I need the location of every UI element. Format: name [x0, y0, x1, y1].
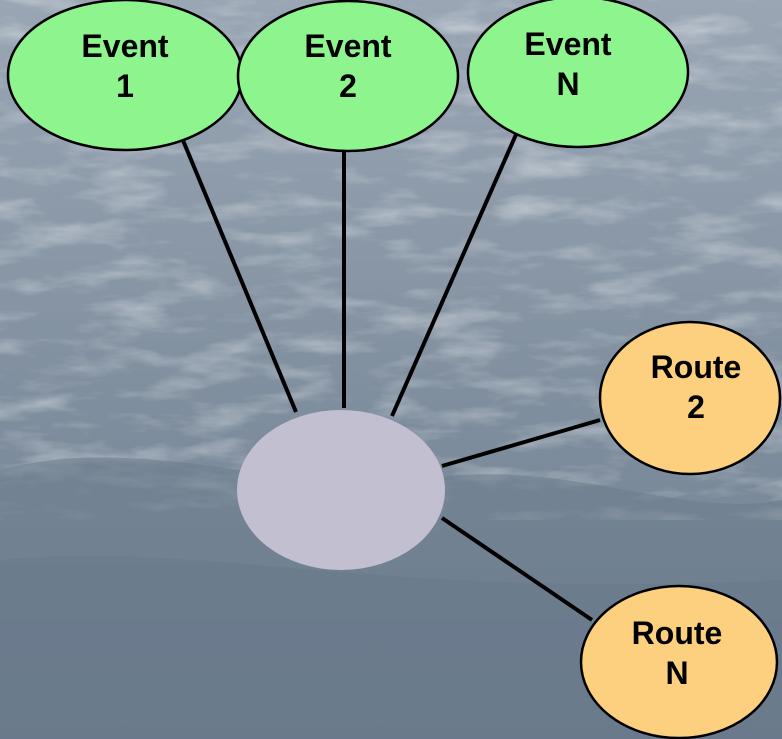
event-node-2[interactable] — [236, 0, 460, 153]
connector-route-n — [440, 516, 594, 622]
route-node-n[interactable] — [579, 584, 779, 739]
event-node-n[interactable] — [466, 0, 690, 149]
connector-event-1 — [180, 137, 298, 413]
hub-node — [237, 410, 445, 570]
route-node-2[interactable] — [598, 320, 782, 476]
connector-event-n — [390, 129, 520, 417]
event-node-1[interactable] — [6, 0, 244, 152]
connector-route-2 — [441, 418, 601, 468]
